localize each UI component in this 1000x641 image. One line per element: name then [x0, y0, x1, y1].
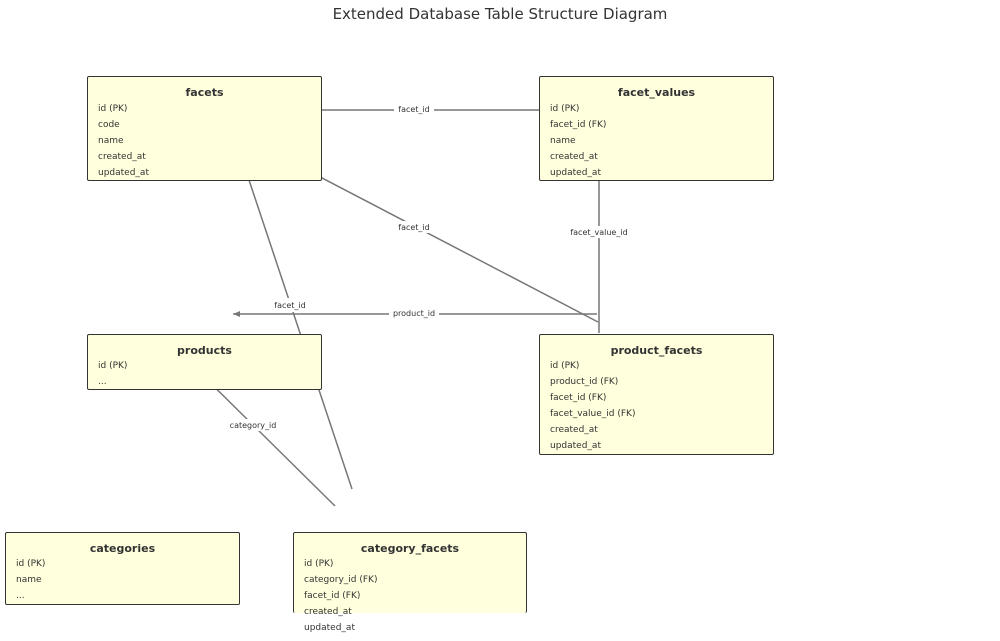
table-field: name	[550, 136, 576, 146]
table-field: created_at	[550, 152, 598, 162]
table-field: facet_id (FK)	[304, 591, 361, 601]
table-field: created_at	[550, 425, 598, 435]
table-field: ...	[16, 591, 25, 601]
table-field: updated_at	[550, 441, 601, 451]
edge-label: facet_id	[398, 223, 429, 232]
table-field: id (PK)	[98, 361, 128, 371]
table-field: category_id (FK)	[304, 575, 378, 585]
table-facet-values[interactable]: facet_values id (PK) facet_id (FK) name …	[539, 76, 774, 181]
table-field: updated_at	[304, 623, 355, 633]
table-products[interactable]: products id (PK) ...	[87, 334, 322, 390]
table-name: facet_values	[617, 86, 696, 99]
edge-label: facet_id	[398, 105, 429, 114]
edge-label: facet_id	[274, 301, 305, 310]
edge-label: category_id	[230, 421, 277, 430]
table-name: category_facets	[360, 542, 460, 555]
table-field: id (PK)	[98, 104, 128, 114]
table-field: id (PK)	[304, 559, 334, 569]
table-field: created_at	[304, 607, 352, 617]
table-field: name	[16, 575, 42, 585]
table-category-facets[interactable]: category_facets id (PK) category_id (FK)…	[293, 532, 527, 633]
diagram-title: Extended Database Table Structure Diagra…	[332, 5, 668, 23]
table-field: name	[98, 136, 124, 146]
table-field: facet_id (FK)	[550, 393, 607, 403]
edge-label: product_id	[393, 309, 435, 318]
table-product-facets[interactable]: product_facets id (PK) product_id (FK) f…	[539, 334, 774, 455]
table-name: products	[177, 344, 232, 357]
table-field: id (PK)	[550, 104, 580, 114]
table-field: id (PK)	[16, 559, 46, 569]
table-field: product_id (FK)	[550, 377, 619, 387]
edge-label: facet_value_id	[570, 228, 627, 237]
table-facets[interactable]: facets id (PK) code name created_at upda…	[87, 76, 322, 181]
table-field: facet_id (FK)	[550, 120, 607, 130]
table-name: facets	[185, 86, 224, 99]
table-field: id (PK)	[550, 361, 580, 371]
table-name: product_facets	[610, 344, 703, 357]
table-field: ...	[98, 377, 107, 387]
table-field: updated_at	[550, 168, 601, 178]
table-categories[interactable]: categories id (PK) name ...	[5, 532, 240, 605]
table-field: updated_at	[98, 168, 149, 178]
table-name: categories	[89, 542, 156, 555]
table-field: code	[98, 120, 120, 130]
table-field: facet_value_id (FK)	[550, 409, 636, 419]
table-field: created_at	[98, 152, 146, 162]
